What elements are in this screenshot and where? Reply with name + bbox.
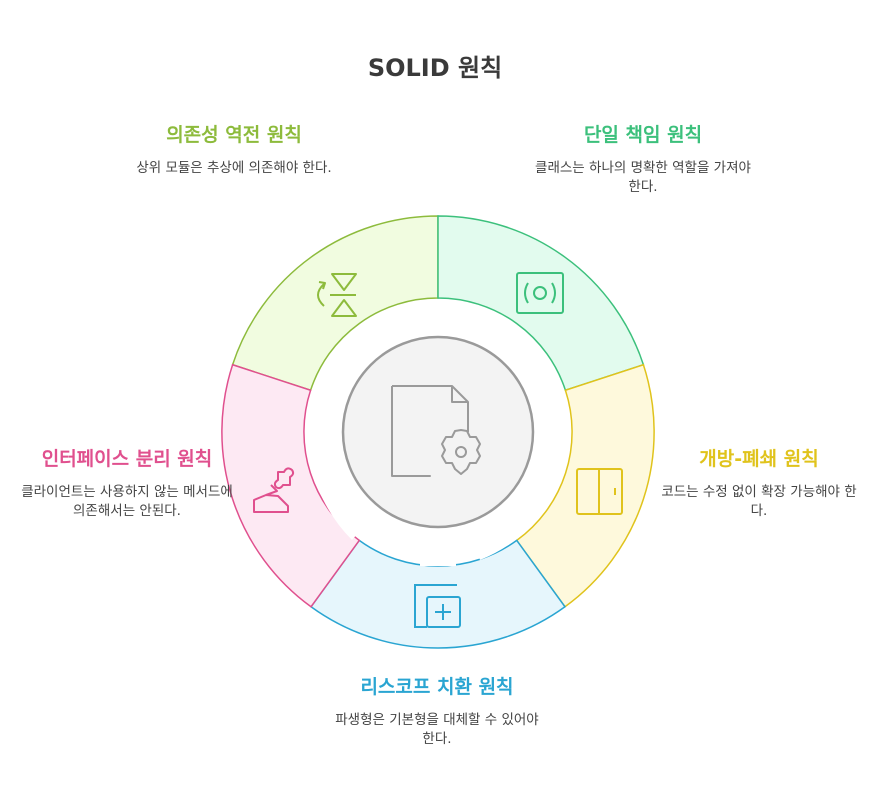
- add-copy-icon: [414, 584, 461, 628]
- dip-title: 의존성 역전 원칙: [166, 124, 302, 146]
- srp-desc: 클래스는 하나의 명확한 역할을 가져야 한다.: [535, 160, 751, 195]
- label-dip: 의존성 역전 원칙 상위 모듈은 추상에 의존해야 한다.: [125, 120, 343, 178]
- target-box-icon: [516, 272, 564, 314]
- file-settings-icon: [391, 385, 481, 477]
- label-isp: 인터페이스 분리 원칙 클라이언트는 사용하지 않는 메서드에 의존해서는 안된…: [14, 444, 240, 521]
- ocp-desc: 코드는 수정 없이 확장 가능해야 한다.: [661, 484, 857, 519]
- lsp-desc: 파생형은 기본형을 대체할 수 있어야 한다.: [335, 712, 539, 747]
- segment-lsp: [309, 539, 567, 649]
- puzzle-hand-icon: [253, 467, 295, 513]
- segment-dip: [231, 215, 439, 392]
- diagram-title: SOLID 원칙: [367, 54, 503, 82]
- segment-srp: [437, 215, 645, 392]
- ocp-title: 개방-폐쇄 원칙: [699, 448, 819, 470]
- dip-desc: 상위 모듈은 추상에 의존해야 한다.: [136, 160, 332, 176]
- label-srp: 단일 책임 원칙 클래스는 하나의 명확한 역할을 가져야 한다.: [533, 120, 753, 197]
- isp-title: 인터페이스 분리 원칙: [41, 448, 213, 470]
- srp-title: 단일 책임 원칙: [583, 124, 703, 146]
- isp-desc: 클라이언트는 사용하지 않는 메서드에 의존해서는 안된다.: [21, 484, 233, 519]
- lsp-title: 리스코프 치환 원칙: [360, 676, 514, 698]
- label-lsp: 리스코프 치환 원칙 파생형은 기본형을 대체할 수 있어야 한다.: [328, 672, 546, 749]
- door-icon: [576, 468, 623, 515]
- center-circle: [341, 335, 535, 529]
- label-ocp: 개방-폐쇄 원칙 코드는 수정 없이 확장 가능해야 한다.: [659, 444, 859, 521]
- segment-ocp: [515, 363, 655, 608]
- swap-flip-icon: [317, 273, 357, 317]
